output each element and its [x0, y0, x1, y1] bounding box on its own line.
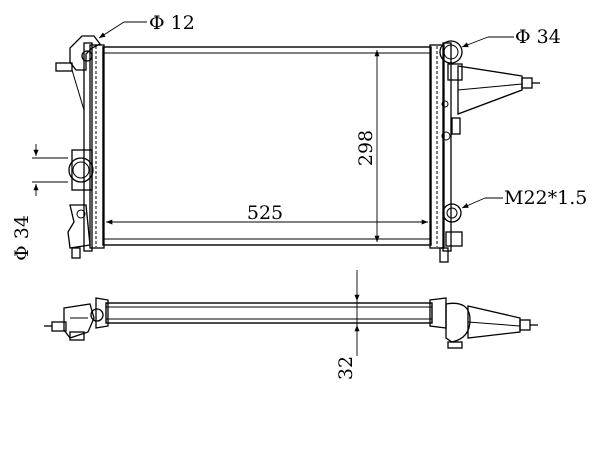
callout-upper-left: Φ 12	[98, 12, 195, 39]
side-view-right-end	[429, 297, 538, 349]
callout-drain: M22*1.5	[461, 187, 587, 209]
core-side-profile	[105, 302, 433, 324]
left-inlet-pipe	[68, 157, 94, 183]
right-side-tank	[429, 40, 540, 263]
height-dimension-label: 298	[355, 130, 377, 166]
callout-upper-right: Φ 34	[461, 26, 561, 48]
front-view: 525 298 Φ 12 Φ 34 M22*1.5	[11, 12, 587, 263]
pipe-diameter-label-upper-left: Φ 12	[149, 12, 195, 34]
drain-plug	[442, 203, 462, 223]
left-side-tank	[55, 35, 105, 259]
thickness-dimension-label: 32	[335, 356, 357, 380]
pipe-diameter-label-upper-right: Φ 34	[515, 26, 561, 48]
right-outlet-pipe	[439, 40, 463, 64]
side-view-left-end	[44, 297, 109, 341]
width-dimension-label: 525	[247, 202, 283, 224]
side-view: 32	[44, 270, 538, 380]
drain-thread-label: M22*1.5	[504, 187, 587, 209]
left-pipe-dimension: Φ 34	[11, 144, 68, 261]
width-dimension: 525	[106, 202, 428, 225]
thickness-dimension: 32	[335, 270, 360, 380]
pipe-diameter-label-left: Φ 34	[11, 215, 33, 261]
height-dimension: 298	[355, 50, 380, 242]
